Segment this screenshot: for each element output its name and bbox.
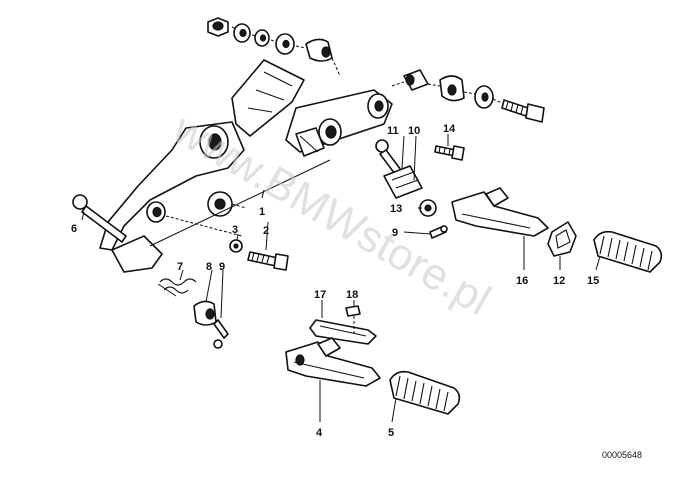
washer-top-2: [254, 29, 270, 47]
diagram-code: 00005648: [602, 450, 642, 460]
washer-top-3: [275, 33, 295, 55]
hex-nut-top: [207, 17, 229, 37]
right-hardware-stack: [391, 69, 545, 123]
callout-6: 6: [71, 223, 77, 235]
callout-5: 5: [388, 427, 394, 439]
callout-leaders: [81, 134, 449, 319]
callout-4: 4: [316, 427, 323, 439]
hex-bolt-2: [247, 251, 289, 271]
callout-17: 17: [314, 289, 326, 301]
screw-14: [434, 145, 465, 161]
footrest-4: [285, 337, 381, 422]
callout-13: 13: [390, 203, 402, 215]
callout-15: 15: [587, 275, 599, 287]
callout-18: 18: [346, 289, 358, 301]
callout-14: 14: [443, 123, 456, 135]
callout-2: 2: [263, 225, 269, 237]
rubber-bush-top: [305, 38, 333, 62]
rubber-bush-8: [193, 300, 217, 326]
lock-washer-3: [229, 239, 243, 253]
callout-16: 16: [516, 275, 528, 287]
torsion-spring: [157, 278, 197, 297]
callout-7: 7: [177, 261, 183, 273]
washer-top-1: [233, 23, 251, 43]
footrest-16: [451, 187, 549, 270]
lever-assembly: [375, 135, 423, 199]
cover-17: [309, 300, 377, 345]
screw-18: [345, 300, 361, 336]
callout-12: 12: [553, 275, 565, 287]
bush-12: [547, 221, 577, 270]
nut-13: [419, 199, 437, 217]
cotter-pin-9-right: [429, 225, 448, 239]
callout-3: 3: [232, 224, 238, 236]
pivot-pin: [72, 194, 127, 243]
callout-9-left: 9: [219, 261, 225, 273]
callout-11: 11: [387, 125, 399, 137]
spacer-sleeve: [403, 69, 429, 91]
callout-numbers: 1 2 3 4 5 6 7 8 9 9 10 11 12 13 14 15 16…: [71, 123, 599, 439]
footrest-bracket: [99, 59, 393, 273]
footrest-rubber-15: [593, 230, 663, 273]
footrest-rubber-5: [389, 370, 461, 423]
cotter-pin-9-left: [213, 319, 229, 349]
callout-8: 8: [206, 261, 212, 273]
callout-1: 1: [259, 206, 265, 218]
washer-right: [474, 85, 494, 109]
hex-bolt-right: [501, 99, 545, 123]
callout-10: 10: [408, 125, 420, 137]
top-hardware-stack: [207, 17, 341, 77]
callout-9-right: 9: [392, 227, 398, 239]
rubber-bush-right: [439, 75, 465, 102]
